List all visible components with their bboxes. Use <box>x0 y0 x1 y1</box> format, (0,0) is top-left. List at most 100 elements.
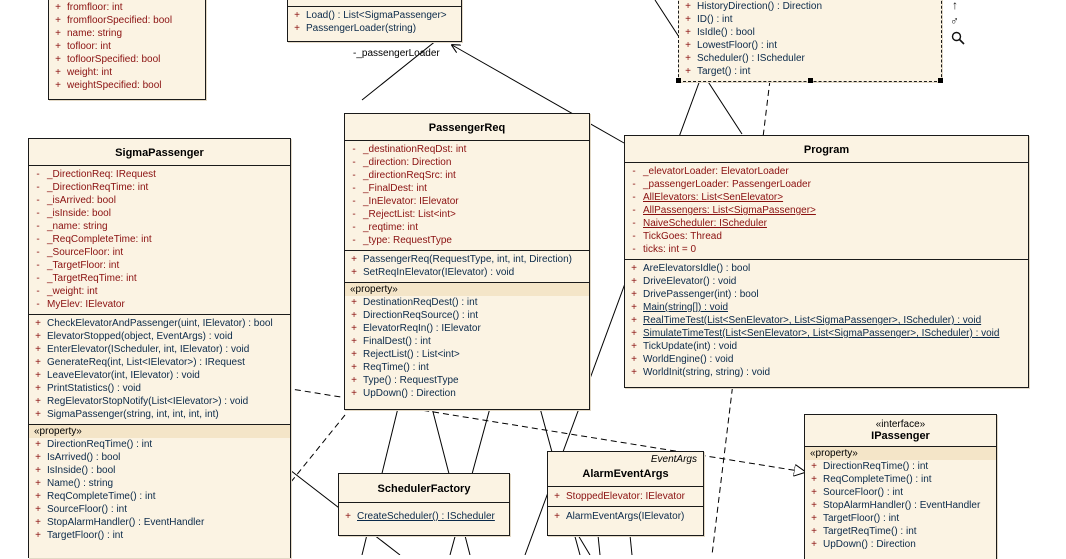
operation-row[interactable]: +SigmaPassenger(string, int, int, int, i… <box>29 408 290 421</box>
operation-row[interactable]: +StopAlarmHandler() : EventHandler <box>805 499 996 512</box>
operation-row[interactable]: +ElevatorStopped(object, EventArgs) : vo… <box>29 330 290 343</box>
attribute-row[interactable]: -_weight: int <box>29 285 290 298</box>
selection-handle[interactable] <box>676 78 681 83</box>
attribute-row[interactable]: -_type: RequestType <box>345 234 589 247</box>
operation-row[interactable]: +Load() : List<SigmaPassenger> <box>288 9 461 22</box>
class-box-sigma-fields[interactable]: +fromfloor: int+fromfloorSpecified: bool… <box>48 0 206 100</box>
gender-male-icon[interactable]: ♂ <box>950 14 959 28</box>
class-box-sen-elevator[interactable]: +HistoryDirection() : Direction+ID() : i… <box>678 0 942 82</box>
attribute-row[interactable]: +fromfloorSpecified: bool <box>49 14 205 27</box>
attribute-row[interactable]: -AllPassengers: List<SigmaPassenger> <box>625 204 1028 217</box>
operation-row[interactable]: +SimulateTimeTest(List<SenElevator>, Lis… <box>625 327 1028 340</box>
operation-row[interactable]: +LowestFloor() : int <box>679 39 941 52</box>
operation-row[interactable]: +AreElevatorsIdle() : bool <box>625 262 1028 275</box>
attribute-row[interactable]: -_TargetFloor: int <box>29 259 290 272</box>
attribute-row[interactable]: -ticks: int = 0 <box>625 243 1028 256</box>
class-box-scheduler-factory[interactable]: SchedulerFactory +CreateScheduler() : IS… <box>338 473 510 536</box>
operation-row[interactable]: +ID() : int <box>679 13 941 26</box>
attribute-row[interactable]: +tofloor: int <box>49 40 205 53</box>
operation-row[interactable]: +ReqCompleteTime() : int <box>805 473 996 486</box>
operation-row[interactable]: +TargetFloor() : int <box>29 529 290 542</box>
attribute-row[interactable]: -_destinationReqDst: int <box>345 143 589 156</box>
operation-row[interactable]: +DestinationReqDest() : int <box>345 296 589 309</box>
operation-row[interactable]: +ReqTime() : int <box>345 361 589 374</box>
class-box-sigma-passenger[interactable]: SigmaPassenger -_DirectionReq: IRequest-… <box>28 138 291 558</box>
operation-row[interactable]: +AlarmEventArgs(IElevator) <box>548 510 703 523</box>
class-box-ipassenger[interactable]: «interface» IPassenger «property» +Direc… <box>804 414 997 559</box>
attribute-row[interactable]: +fromfloor: int <box>49 1 205 14</box>
operation-row[interactable]: +DrivePassenger(int) : bool <box>625 288 1028 301</box>
operation-row[interactable]: +Target() : int <box>679 65 941 78</box>
operation-row[interactable]: +HistoryDirection() : Direction <box>679 0 941 13</box>
attribute-row[interactable]: -_directionReqSrc: int <box>345 169 589 182</box>
attribute-row[interactable]: -_name: string <box>29 220 290 233</box>
operation-row[interactable]: +TargetFloor() : int <box>805 512 996 525</box>
operation-row[interactable]: +Main(string[]) : void <box>625 301 1028 314</box>
operation-row[interactable]: +ElevatorReqIn() : IElevator <box>345 322 589 335</box>
attribute-row[interactable]: +StoppedElevator: IElevator <box>548 490 703 503</box>
operation-row[interactable]: +RealTimeTest(List<SenElevator>, List<Si… <box>625 314 1028 327</box>
class-box-alarm-event-args[interactable]: EventArgs AlarmEventArgs +StoppedElevato… <box>547 451 704 536</box>
operation-row[interactable]: +SetReqInElevator(IElevator) : void <box>345 266 589 279</box>
operation-row[interactable]: +UpDown() : Direction <box>805 538 996 551</box>
operation-row[interactable]: +DriveElevator() : void <box>625 275 1028 288</box>
operation-row[interactable]: +DirectionReqTime() : int <box>29 438 290 451</box>
operation-row[interactable]: +SourceFloor() : int <box>29 503 290 516</box>
attribute-row[interactable]: -NaiveScheduler: IScheduler <box>625 217 1028 230</box>
operation-row[interactable]: +PrintStatistics() : void <box>29 382 290 395</box>
operation-row[interactable]: +TargetReqTime() : int <box>805 525 996 538</box>
attribute-row[interactable]: -_isArrived: bool <box>29 194 290 207</box>
attribute-row[interactable]: -_direction: Direction <box>345 156 589 169</box>
operation-row[interactable]: +WorldInit(string, string) : void <box>625 366 1028 379</box>
operation-row[interactable]: +Name() : string <box>29 477 290 490</box>
operation-row[interactable]: +GenerateReq(int, List<IElevator>) : IRe… <box>29 356 290 369</box>
operation-row[interactable]: +DirectionReqTime() : int <box>805 460 996 473</box>
attribute-row[interactable]: +name: string <box>49 27 205 40</box>
attribute-row[interactable]: -_ReqCompleteTime: int <box>29 233 290 246</box>
operation-row[interactable]: +CreateScheduler() : IScheduler <box>339 510 509 523</box>
attribute-row[interactable]: -_reqtime: int <box>345 221 589 234</box>
attribute-row[interactable]: -_TargetReqTime: int <box>29 272 290 285</box>
class-box-passenger-req[interactable]: PassengerReq -_destinationReqDst: int-_d… <box>344 113 590 410</box>
attribute-row[interactable]: -_elevatorLoader: ElevatorLoader <box>625 165 1028 178</box>
attribute-row[interactable]: -TickGoes: Thread <box>625 230 1028 243</box>
zoom-icon[interactable] <box>951 31 965 48</box>
attribute-row[interactable]: -_FinalDest: int <box>345 182 589 195</box>
operation-row[interactable]: +UpDown() : Direction <box>345 387 589 400</box>
attribute-row[interactable]: -_passengerLoader: PassengerLoader <box>625 178 1028 191</box>
attribute-row[interactable]: +weightSpecified: bool <box>49 79 205 92</box>
selection-handle[interactable] <box>938 78 943 83</box>
attribute-row[interactable]: -_DirectionReqTime: int <box>29 181 290 194</box>
selection-handle[interactable] <box>808 78 813 83</box>
operation-row[interactable]: +PassengerReq(RequestType, int, int, Dir… <box>345 253 589 266</box>
operation-row[interactable]: +SourceFloor() : int <box>805 486 996 499</box>
operation-row[interactable]: +FinalDest() : int <box>345 335 589 348</box>
operation-row[interactable]: +WorldEngine() : void <box>625 353 1028 366</box>
operation-row[interactable]: +Type() : RequestType <box>345 374 589 387</box>
attribute-row[interactable]: -_RejectList: List<int> <box>345 208 589 221</box>
operation-row[interactable]: +RegElevatorStopNotify(List<IElevator>) … <box>29 395 290 408</box>
attribute-row[interactable]: -_DirectionReq: IRequest <box>29 168 290 181</box>
operation-row[interactable]: +RejectList() : List<int> <box>345 348 589 361</box>
class-box-program[interactable]: Program -_elevatorLoader: ElevatorLoader… <box>624 135 1029 388</box>
operation-row[interactable]: +LeaveElevator(int, IElevator) : void <box>29 369 290 382</box>
attribute-row[interactable]: +tofloorSpecified: bool <box>49 53 205 66</box>
class-box-passenger-loader[interactable]: +Load() : List<SigmaPassenger>+Passenger… <box>287 0 462 42</box>
attribute-row[interactable]: +weight: int <box>49 66 205 79</box>
operation-row[interactable]: +StopAlarmHandler() : EventHandler <box>29 516 290 529</box>
operation-row[interactable]: +DirectionReqSource() : int <box>345 309 589 322</box>
operation-row[interactable]: +EnterElevator(IScheduler, int, IElevato… <box>29 343 290 356</box>
attribute-row[interactable]: -_SourceFloor: int <box>29 246 290 259</box>
operation-row[interactable]: +IsArrived() : bool <box>29 451 290 464</box>
operation-row[interactable]: +TickUpdate(int) : void <box>625 340 1028 353</box>
operation-row[interactable]: +PassengerLoader(string) <box>288 22 461 35</box>
attribute-row[interactable]: -_InElevator: IElevator <box>345 195 589 208</box>
arrow-up-icon[interactable]: ↑ <box>952 0 958 12</box>
operation-row[interactable]: +CheckElevatorAndPassenger(uint, IElevat… <box>29 317 290 330</box>
attribute-row[interactable]: -_isInside: bool <box>29 207 290 220</box>
operation-row[interactable]: +ReqCompleteTime() : int <box>29 490 290 503</box>
operation-row[interactable]: +IsInside() : bool <box>29 464 290 477</box>
attribute-row[interactable]: -AllElevators: List<SenElevator> <box>625 191 1028 204</box>
attribute-row[interactable]: -MyElev: IElevator <box>29 298 290 311</box>
operation-row[interactable]: +IsIdle() : bool <box>679 26 941 39</box>
